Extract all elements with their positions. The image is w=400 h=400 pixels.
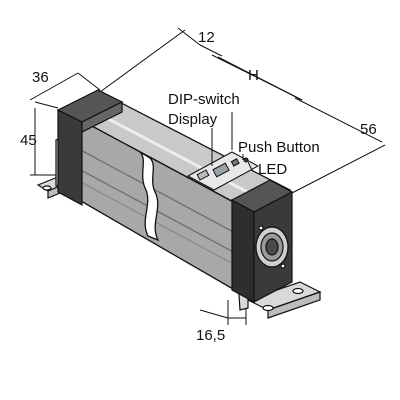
dim-56-label: 56 bbox=[360, 121, 377, 138]
display-part bbox=[212, 162, 230, 178]
led-part bbox=[243, 157, 249, 163]
push-button-part bbox=[230, 158, 240, 167]
dim-12-label: 12 bbox=[198, 29, 215, 46]
callout-dip-switch: DIP-switch bbox=[168, 91, 240, 108]
dip-switch-part bbox=[196, 169, 210, 181]
dim-36-label: 36 bbox=[32, 69, 49, 86]
control-panel bbox=[186, 151, 260, 191]
dim-16-5-label: 16,5 bbox=[196, 327, 225, 344]
callout-display: Display bbox=[168, 111, 218, 128]
callout-push-button: Push Button bbox=[238, 139, 320, 156]
left-end-cap bbox=[56, 89, 124, 207]
dim-45-label: 45 bbox=[20, 132, 37, 149]
dim-h-label: H bbox=[248, 67, 259, 84]
dimension-lines bbox=[29, 27, 386, 325]
m12-connector bbox=[255, 225, 289, 269]
callout-leaders bbox=[211, 112, 253, 171]
callout-led: LED bbox=[258, 161, 287, 178]
break-marks bbox=[139, 151, 160, 242]
